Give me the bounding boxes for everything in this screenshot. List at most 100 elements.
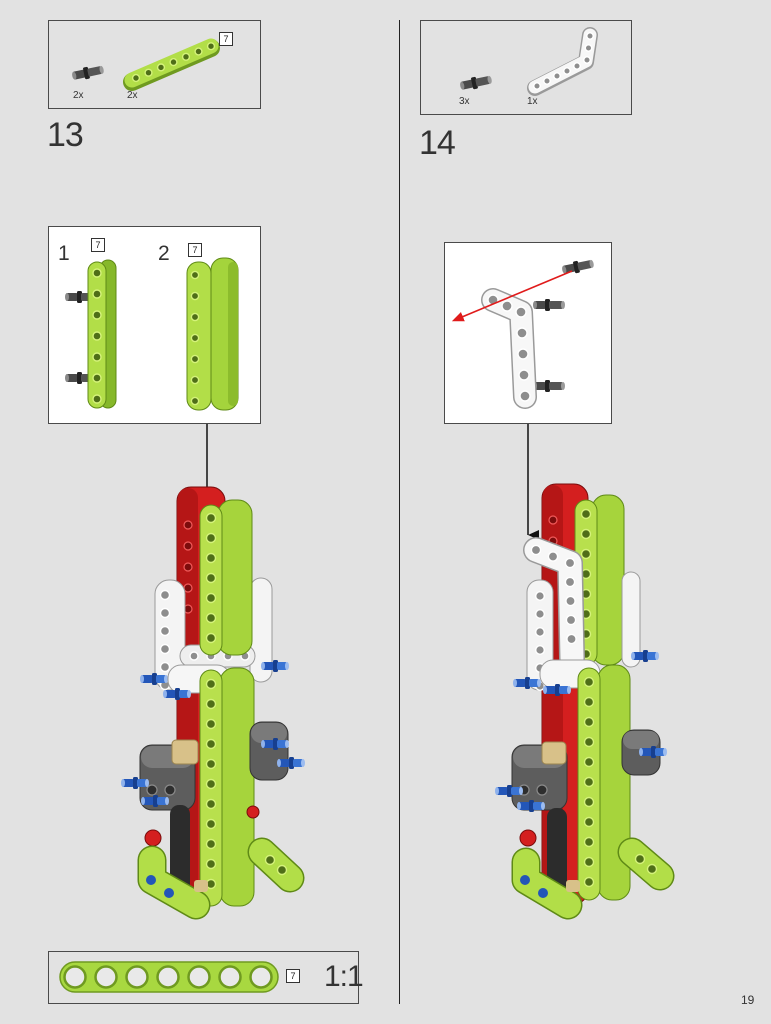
- beam-hole: [205, 858, 217, 870]
- step13-pin-count: 2x: [73, 90, 84, 101]
- beam-holes: [564, 576, 577, 645]
- beam-hole: [205, 798, 217, 810]
- beam-holes: [530, 544, 576, 569]
- subassembly-step-2-length-label: 7: [188, 243, 202, 257]
- blue-pin: [121, 777, 149, 789]
- white-l-beam-outline: [523, 537, 585, 671]
- lime-base-right-outline: [247, 837, 305, 893]
- lime-beam-upper-front: [574, 499, 598, 666]
- blue-axle-end: [146, 875, 156, 885]
- beam-holes: [548, 515, 558, 567]
- beam-hole: [205, 532, 217, 544]
- lime-beam-lower-front: [199, 669, 223, 907]
- lime-base-right-outline: [617, 837, 675, 891]
- beam-hole: [580, 648, 592, 660]
- step13-number: 13: [47, 116, 84, 154]
- white-liftarm-front: [539, 659, 601, 689]
- tan-axle-pin: [194, 880, 208, 892]
- beam-hole: [159, 625, 171, 637]
- beam-hole: [530, 544, 542, 556]
- beam-hole: [547, 551, 559, 562]
- beam-hole: [535, 609, 546, 620]
- red-beam: [176, 486, 226, 903]
- beam-hole: [205, 838, 217, 850]
- subassembly-step-2-number: 2: [158, 242, 170, 265]
- beam-hole: [240, 651, 250, 661]
- step13-parts-box: [48, 20, 261, 109]
- step14-number: 14: [419, 124, 456, 162]
- beam-hole: [548, 557, 558, 567]
- beam-hole: [223, 651, 233, 661]
- beam-hole: [183, 583, 193, 593]
- beam-holes: [205, 512, 217, 644]
- page-number: 19: [741, 993, 755, 1007]
- beam-hole: [205, 778, 217, 790]
- step14-detail-callout: [444, 242, 612, 424]
- beam-hole: [205, 572, 217, 584]
- beam-hole: [205, 818, 217, 830]
- beam-hole: [205, 552, 217, 564]
- beam-hole: [535, 645, 546, 656]
- beam-hole: [146, 784, 158, 796]
- beam-hole: [564, 576, 576, 588]
- beam-hole: [583, 756, 595, 768]
- blue-axle-end: [164, 888, 174, 898]
- beam-hole: [205, 758, 217, 770]
- black-beam: [547, 808, 567, 900]
- red-pin: [144, 829, 162, 847]
- blue-pin: [141, 795, 169, 807]
- beam-hole: [634, 853, 646, 865]
- beam-hole: [548, 536, 558, 546]
- blue-pin: [517, 800, 545, 812]
- beam-hole: [564, 557, 576, 569]
- lime-beam-lower-back: [597, 664, 631, 901]
- beam-hole: [535, 681, 546, 692]
- blue-axle-end: [538, 888, 548, 898]
- step13-subassembly-callout: [48, 226, 261, 424]
- beam-hole: [159, 679, 171, 691]
- beam-hole: [583, 776, 595, 788]
- tan-axle-connector: [541, 741, 567, 765]
- beam-holes: [264, 854, 288, 876]
- beam-holes: [634, 853, 658, 875]
- beam-hole: [583, 836, 595, 848]
- step14-parts-box: [420, 20, 632, 115]
- red-beam: [541, 483, 589, 905]
- beam-holes: [580, 508, 592, 660]
- beam-hole: [159, 589, 171, 601]
- beam-hole: [583, 736, 595, 748]
- blue-pin: [277, 757, 305, 769]
- tan-axle-pin: [566, 880, 580, 892]
- beam-hole: [580, 608, 592, 620]
- blue-pin: [495, 785, 523, 797]
- step14-pin-count: 3x: [459, 96, 470, 107]
- beam-hole: [183, 520, 193, 530]
- beam-hole: [205, 678, 217, 690]
- beam-hole: [205, 718, 217, 730]
- dark-gray-liftarm-right: [249, 721, 289, 781]
- beam-hole: [583, 856, 595, 868]
- white-l-beam: [524, 538, 584, 670]
- beam-holes: [159, 589, 171, 691]
- beam-holes: [183, 520, 193, 614]
- lime-beam-lower-back: [219, 667, 255, 907]
- red-pin: [519, 829, 537, 847]
- dark-gray-liftarm-left-top: [513, 746, 566, 768]
- beam-hole: [206, 651, 216, 661]
- dark-gray-liftarm-right-top: [251, 723, 287, 743]
- step13-beam-length-label: 7: [219, 32, 233, 46]
- lime-beam-upper-front: [199, 504, 223, 656]
- step14-l-beam-count: 1x: [527, 96, 538, 107]
- beam-hole: [183, 562, 193, 572]
- lime-base-left: [139, 847, 209, 918]
- blue-pin: [513, 677, 541, 689]
- beam-hole: [565, 614, 577, 626]
- ruler-length-label: 7: [286, 969, 300, 983]
- red-beam-side: [178, 488, 198, 901]
- beam-hole: [583, 696, 595, 708]
- beam-hole: [205, 738, 217, 750]
- beam-holes: [146, 784, 176, 796]
- beam-hole: [580, 628, 592, 640]
- dark-gray-liftarm-right: [621, 729, 661, 776]
